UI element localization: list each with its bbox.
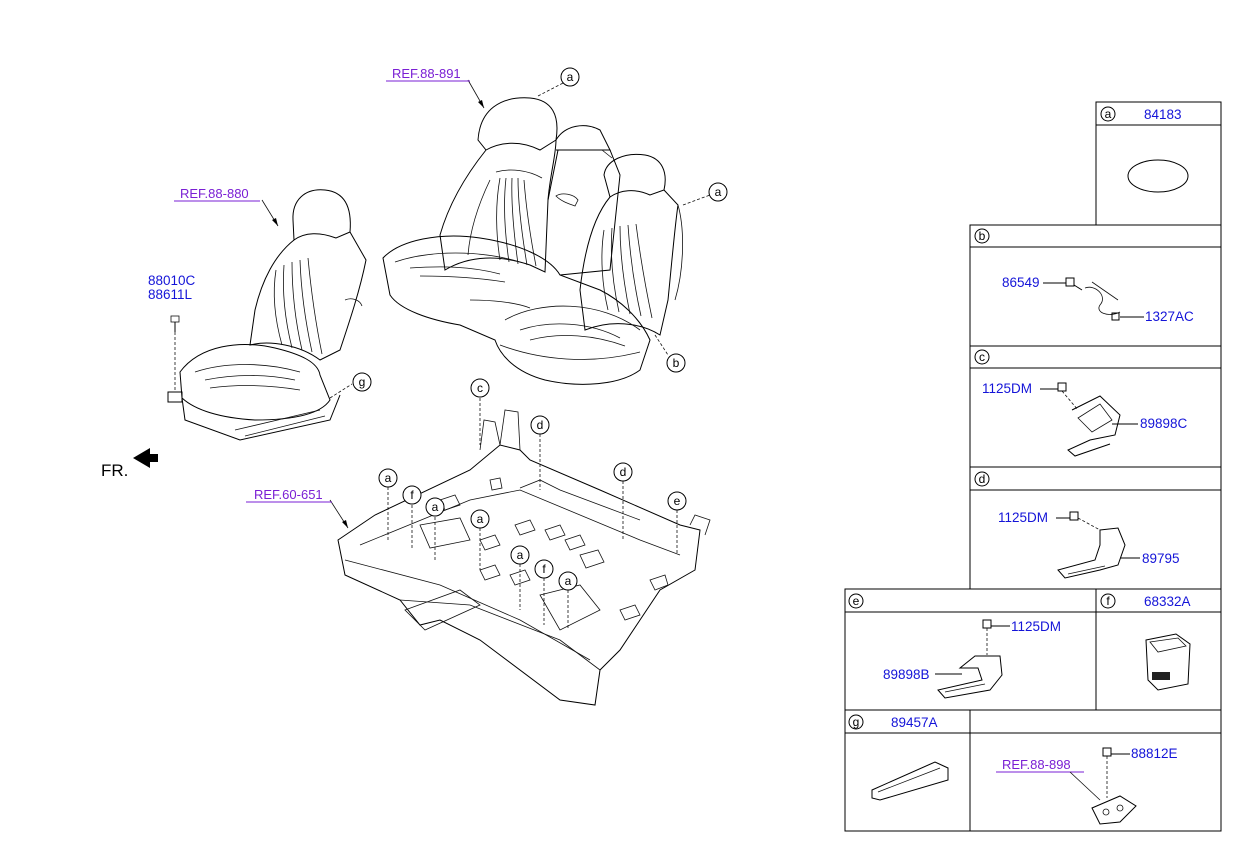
callout-a-floor-4: a	[510, 545, 530, 565]
callout-f-floor-1: f	[402, 485, 422, 505]
svg-text:d: d	[537, 418, 544, 432]
legend-cell-a: a 84183	[1095, 101, 1222, 226]
floor-panel-drawing	[329, 398, 711, 706]
legend-cell-b: b 86549 1327AC	[969, 224, 1222, 347]
legend-part-1125dm-d: 1125DM	[998, 510, 1048, 525]
svg-text:a: a	[567, 70, 574, 84]
front-direction-arrow	[133, 448, 158, 468]
legend-part-86549: 86549	[1002, 275, 1040, 290]
rear-seat-drawing	[382, 81, 711, 385]
svg-text:g: g	[853, 715, 860, 729]
svg-text:b: b	[673, 356, 680, 370]
svg-text:g: g	[359, 375, 366, 389]
callout-d-floor-1: d	[530, 415, 550, 435]
legend-part-88812e: 88812E	[1131, 746, 1178, 761]
callout-a-floor-5: a	[558, 571, 578, 591]
legend-cell-f: f 68332A	[1095, 588, 1222, 711]
svg-text:a: a	[517, 548, 524, 562]
callout-a-rear-top: a	[560, 67, 580, 87]
bolt-1125dm-icon	[1069, 511, 1079, 521]
svg-text:a: a	[565, 574, 572, 588]
ref-front-seat[interactable]: REF.88-880	[180, 186, 249, 201]
part-number-88010c: 88010C	[148, 273, 196, 288]
svg-text:a: a	[1105, 107, 1112, 121]
callout-a-floor-2: a	[425, 497, 445, 517]
callout-c-floor: c	[470, 378, 490, 398]
part-number-88611l: 88611L	[148, 287, 193, 302]
plug-84183-icon	[1127, 159, 1189, 193]
front-seat-drawing	[167, 189, 367, 441]
callout-f-floor-2: f	[534, 559, 554, 579]
hook-icon	[1084, 286, 1121, 315]
legend-cell-d: d 1125DM 89795	[969, 466, 1222, 590]
svg-text:a: a	[715, 185, 722, 199]
nut-1327ac-icon	[1111, 312, 1120, 321]
legend-cell-g: g 89457A REF.88-898 88812E	[844, 709, 1222, 832]
callout-d-floor-2: d	[613, 462, 633, 482]
legend-part-84183: 84183	[1144, 107, 1182, 122]
callout-a-floor-3: a	[470, 509, 490, 529]
bracket-89898c-icon	[1067, 395, 1121, 457]
legend-part-89457a: 89457A	[891, 715, 938, 730]
ref-g-detail[interactable]: REF.88-898	[1002, 757, 1071, 772]
legend-part-89898b: 89898B	[883, 667, 930, 682]
bolt-86549-icon	[1065, 277, 1075, 287]
ref-rear-seat[interactable]: REF.88-891	[392, 66, 461, 81]
callout-a-floor-1: a	[378, 468, 398, 488]
callout-b-rear: b	[666, 353, 686, 373]
bracket-anchor-icon	[1091, 795, 1137, 825]
legend-cell-c: c 1125DM 89898C	[969, 345, 1222, 468]
svg-text:a: a	[477, 512, 484, 526]
cover-89457a-icon	[871, 761, 949, 801]
svg-text:b: b	[979, 229, 986, 243]
svg-text:f: f	[1106, 594, 1110, 608]
front-label: FR.	[101, 461, 128, 480]
svg-text:e: e	[853, 594, 860, 608]
ref-floor-panel[interactable]: REF.60-651	[254, 487, 323, 502]
bracket-89898b-icon	[937, 655, 1003, 699]
svg-text:d: d	[979, 472, 986, 486]
legend-part-68332a: 68332A	[1144, 594, 1191, 609]
clip-68332a-icon	[1145, 633, 1191, 691]
legend-part-89795: 89795	[1142, 551, 1180, 566]
svg-text:f: f	[410, 488, 414, 502]
svg-text:d: d	[620, 465, 627, 479]
callout-a-rear-right: a	[708, 182, 728, 202]
legend-part-1327ac: 1327AC	[1145, 309, 1194, 324]
legend-part-89898c: 89898C	[1140, 416, 1188, 431]
legend-part-1125dm-e: 1125DM	[1011, 619, 1061, 634]
svg-text:a: a	[385, 471, 392, 485]
callout-e-floor: e	[667, 491, 687, 511]
svg-text:c: c	[477, 381, 483, 395]
svg-text:a: a	[432, 500, 439, 514]
svg-text:c: c	[979, 350, 985, 364]
svg-text:f: f	[542, 562, 546, 576]
svg-text:e: e	[674, 494, 681, 508]
legend-cell-e: e 1125DM 89898B	[844, 588, 1097, 711]
bracket-89795-icon	[1057, 527, 1126, 579]
legend-part-1125dm-c: 1125DM	[982, 381, 1032, 396]
callout-g-front: g	[352, 372, 372, 392]
